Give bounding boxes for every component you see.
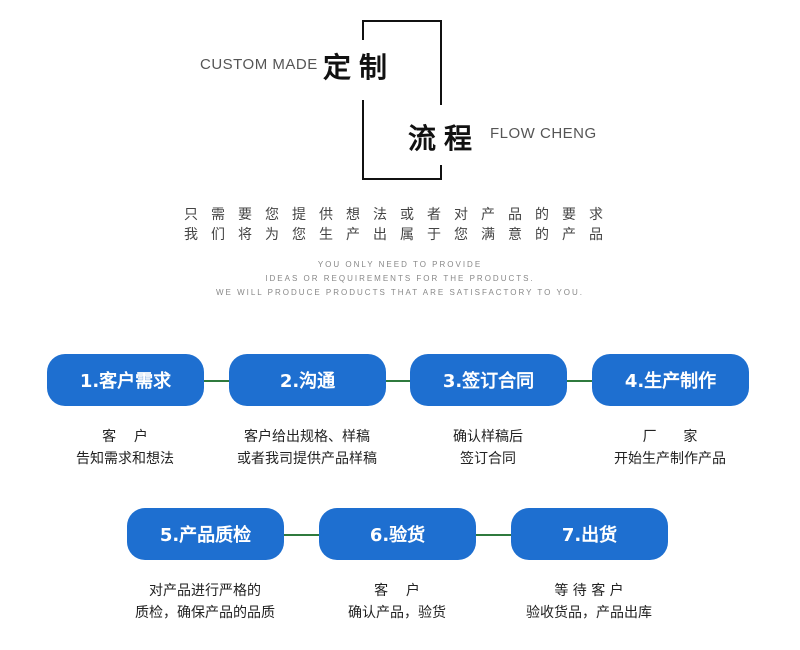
title-english-right: FLOW CHENG bbox=[490, 125, 597, 142]
step-6-pill: 6.验货 bbox=[319, 508, 476, 560]
step-3-pill: 3.签订合同 bbox=[410, 354, 567, 406]
step-7-desc-line-2: 验收货品，产品出库 bbox=[526, 605, 652, 621]
step-connector bbox=[472, 534, 517, 536]
step-7-desc-line-1: 等 待 客 户 bbox=[554, 583, 624, 599]
title-chinese-left: 定制 bbox=[323, 51, 396, 84]
step-5-description: 对产品进行严格的 质检，确保产品的品质 bbox=[95, 580, 315, 624]
subtitle-chinese-line-1: 只需要您提供想法或者对产品的要求 bbox=[184, 207, 616, 223]
step-4-desc-line-1: 厂 家 bbox=[642, 429, 698, 445]
title-english-left: CUSTOM MADE bbox=[200, 56, 318, 73]
step-5-desc-line-1: 对产品进行严格的 bbox=[149, 583, 261, 599]
subtitle-chinese-line-2: 我们将为您生产出属于您满意的产品 bbox=[184, 227, 616, 243]
frame-gap-left bbox=[355, 40, 385, 100]
step-6-desc-line-2: 确认产品，验货 bbox=[348, 605, 446, 621]
step-2-description: 客户给出规格、样稿 或者我司提供产品样稿 bbox=[197, 426, 417, 470]
step-4-desc-line-2: 开始生产制作产品 bbox=[614, 451, 726, 467]
step-3-description: 确认样稿后 签订合同 bbox=[378, 426, 598, 470]
step-1-pill: 1.客户需求 bbox=[47, 354, 204, 406]
step-3-desc-line-1: 确认样稿后 bbox=[453, 429, 523, 445]
subtitle-english-line-2: IDEAS OR REQUIREMENTS FOR THE PRODUCTS. bbox=[265, 274, 535, 283]
step-1-desc-line-2: 告知需求和想法 bbox=[76, 451, 174, 467]
step-4-pill: 4.生产制作 bbox=[592, 354, 749, 406]
step-connector bbox=[383, 380, 423, 382]
step-7-pill: 7.出货 bbox=[511, 508, 668, 560]
step-connector bbox=[566, 380, 606, 382]
step-3-desc-line-2: 签订合同 bbox=[460, 451, 516, 467]
step-2-pill: 2.沟通 bbox=[229, 354, 386, 406]
step-1-description: 客 户 告知需求和想法 bbox=[15, 426, 235, 470]
title-frame bbox=[362, 20, 442, 180]
step-2-desc-line-1: 客户给出规格、样稿 bbox=[244, 429, 370, 445]
step-4-description: 厂 家 开始生产制作产品 bbox=[560, 426, 780, 470]
subtitle-english-line-1: YOU ONLY NEED TO PROVIDE bbox=[317, 260, 483, 269]
step-2-desc-line-2: 或者我司提供产品样稿 bbox=[237, 451, 377, 467]
title-chinese-right: 流程 bbox=[408, 122, 481, 155]
subtitle-english-line-3: WE WILL PRODUCE PRODUCTS THAT ARE SATISF… bbox=[215, 288, 585, 297]
frame-gap-right bbox=[420, 105, 450, 165]
step-1-desc-line-1: 客 户 bbox=[102, 429, 148, 445]
step-connector bbox=[280, 534, 325, 536]
step-6-desc-line-1: 客 户 bbox=[374, 583, 420, 599]
step-7-description: 等 待 客 户 验收货品，产品出库 bbox=[479, 580, 699, 624]
step-5-desc-line-2: 质检，确保产品的品质 bbox=[135, 605, 275, 621]
step-5-pill: 5.产品质检 bbox=[127, 508, 284, 560]
step-6-description: 客 户 确认产品，验货 bbox=[287, 580, 507, 624]
step-connector bbox=[200, 380, 240, 382]
